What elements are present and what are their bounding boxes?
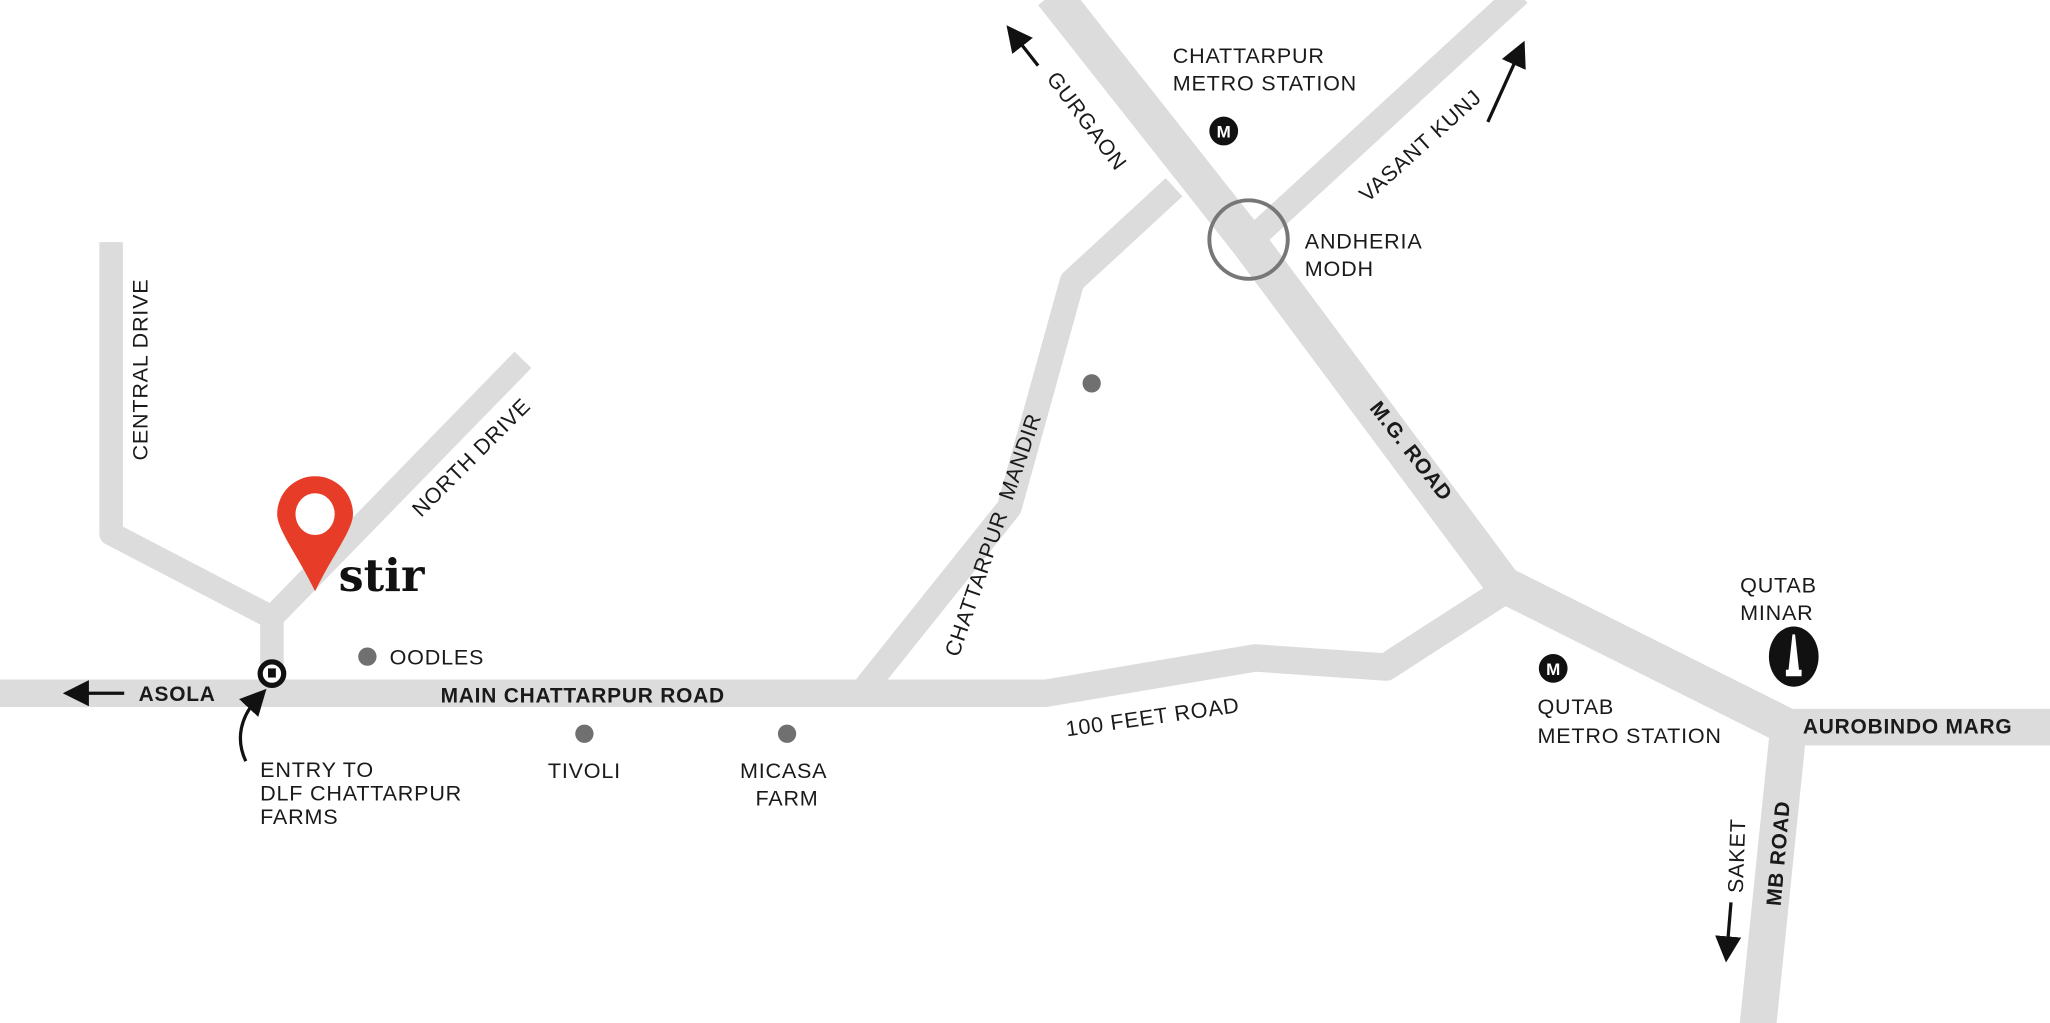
chattarpur-metro-icon: M <box>1209 116 1239 146</box>
qutab-metro-label: QUTAB METRO STATION <box>1538 694 1722 748</box>
oodles-dot-icon <box>358 647 377 666</box>
saket-arrow-icon <box>1715 902 1742 963</box>
tivoli-label: TIVOLI <box>548 758 621 783</box>
micasa-dot-icon <box>777 724 797 743</box>
oodles-label: OODLES <box>390 644 485 669</box>
stir-location-pin-icon <box>277 476 353 592</box>
andheria-modh-roundabout <box>1207 198 1290 281</box>
saket-label: SAKET <box>1723 818 1751 893</box>
gurgaon-arrow-icon <box>1006 25 1040 67</box>
road-central-drive <box>99 242 284 694</box>
andheria-modh-label: ANDHERIA MODH <box>1305 229 1429 281</box>
qutab-minar-icon <box>1768 626 1819 687</box>
svg-text:M: M <box>1546 660 1560 679</box>
stir-logo: stir <box>339 550 425 602</box>
aurobindo-marg-label: AUROBINDO MARG <box>1803 716 2013 739</box>
entry-curved-arrow-icon <box>238 688 267 762</box>
vasant-kunj-label: VASANT KUNJ <box>1354 84 1486 206</box>
mandir-dot-icon <box>1082 374 1101 393</box>
qutab-minar-label: QUTAB MINAR <box>1740 573 1823 625</box>
chattarpur-mandir-label: CHATTARPUR MANDIR <box>939 410 1046 660</box>
asola-label: ASOLA <box>139 683 216 706</box>
micasa-label: MICASA FARM <box>740 758 834 810</box>
road-mb <box>1739 725 1807 1023</box>
central-drive-label: CENTRAL DRIVE <box>128 279 153 461</box>
svg-text:M: M <box>1217 123 1231 142</box>
road-chattarpur-mandir <box>853 178 1183 699</box>
road-main-chattarpur <box>0 579 1511 707</box>
main-chattarpur-road-label: MAIN CHATTARPUR ROAD <box>441 684 725 707</box>
entry-label: ENTRY TO DLF CHATTARPUR FARMS <box>260 757 469 829</box>
chattarpur-metro-label: CHATTARPUR METRO STATION <box>1173 43 1357 95</box>
road-mg <box>1038 0 2050 746</box>
vasant-kunj-arrow-icon <box>1486 40 1526 123</box>
road-vasant-kunj <box>1240 0 1528 252</box>
qutab-metro-icon: M <box>1538 654 1568 683</box>
tivoli-dot-icon <box>575 724 594 743</box>
